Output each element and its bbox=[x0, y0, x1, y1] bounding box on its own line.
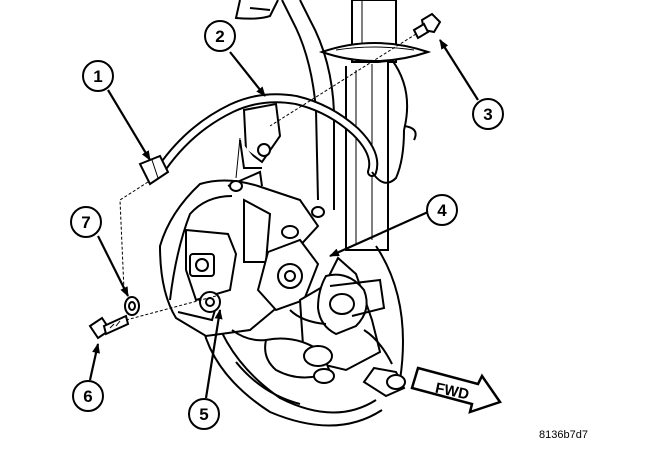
svg-text:2: 2 bbox=[215, 27, 224, 46]
svg-text:7: 7 bbox=[81, 213, 90, 232]
svg-text:5: 5 bbox=[199, 405, 208, 424]
hose-routing-line bbox=[119, 181, 149, 291]
leader-1 bbox=[107, 89, 151, 161]
leader-3 bbox=[439, 39, 479, 101]
leader-5 bbox=[204, 309, 223, 399]
hose-bracket-bolt bbox=[412, 12, 442, 40]
caliper-guide-pins bbox=[229, 180, 325, 239]
hose-bracket bbox=[239, 102, 282, 169]
strut-assembly bbox=[318, 0, 432, 251]
bracket-bolt-centerline bbox=[269, 33, 417, 127]
callout-4: 4 bbox=[426, 194, 458, 226]
callout-6: 6 bbox=[72, 380, 104, 412]
leader-4 bbox=[329, 210, 429, 258]
bolt-centerline bbox=[125, 295, 217, 321]
fwd-label: FWD bbox=[434, 380, 471, 404]
steering-knuckle bbox=[256, 238, 406, 398]
callout-3: 3 bbox=[472, 98, 504, 130]
callout-1: 1 bbox=[82, 60, 114, 92]
leader-7 bbox=[97, 235, 129, 297]
callout-7: 7 bbox=[70, 206, 102, 238]
caliper-bolt bbox=[88, 314, 130, 340]
svg-text:4: 4 bbox=[437, 201, 447, 220]
hose-end-fitting bbox=[138, 154, 170, 186]
lower-knuckle-arm bbox=[231, 329, 393, 365]
svg-text:3: 3 bbox=[483, 105, 492, 124]
brake-hose bbox=[157, 93, 405, 184]
leader-arrows bbox=[88, 39, 479, 399]
hose-routing-line-2 bbox=[235, 137, 241, 179]
figure-code: 8136b7d7 bbox=[539, 429, 588, 441]
washer bbox=[124, 296, 140, 316]
forward-direction-arrow: FWD bbox=[410, 366, 502, 414]
leader-2 bbox=[229, 51, 266, 97]
svg-text:6: 6 bbox=[83, 387, 92, 406]
svg-text:1: 1 bbox=[93, 67, 102, 86]
leader-6 bbox=[88, 343, 100, 381]
callout-2: 2 bbox=[204, 20, 236, 52]
callout-5: 5 bbox=[188, 398, 220, 430]
